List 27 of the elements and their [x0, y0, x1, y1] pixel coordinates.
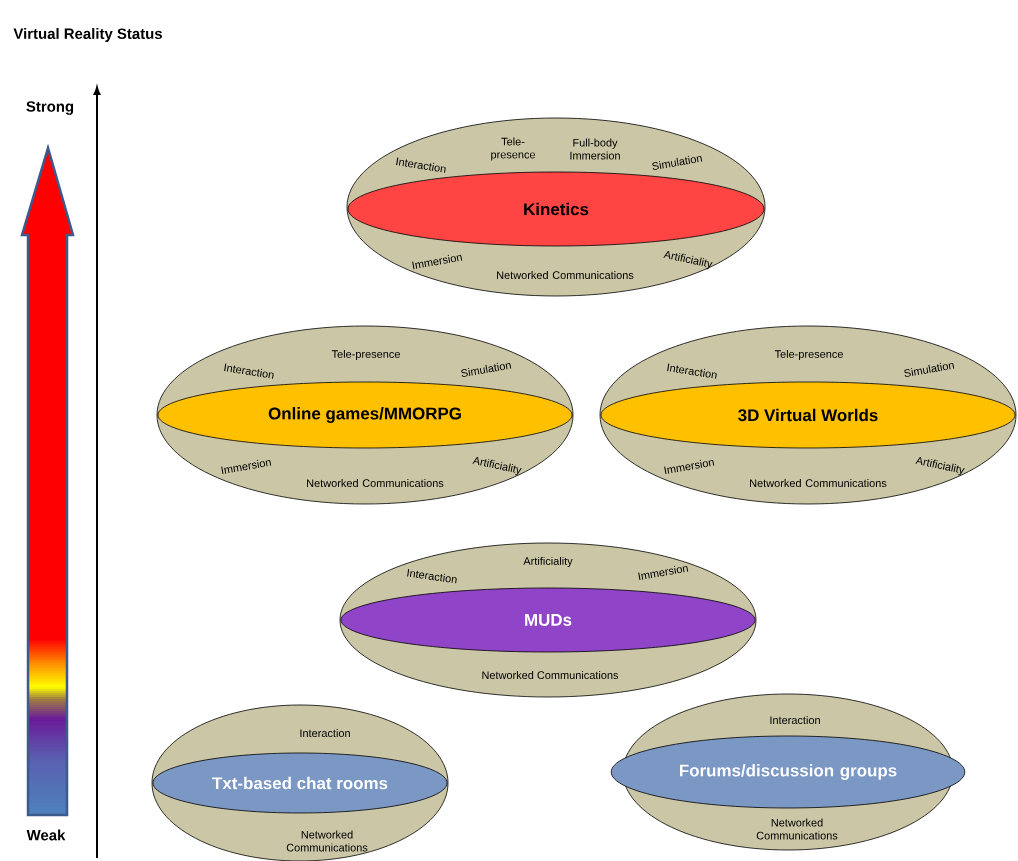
- attribute-label: Networked Communications: [307, 479, 444, 487]
- attribute-label: Interaction: [396, 157, 446, 173]
- attribute-label: Immersion: [412, 254, 463, 270]
- axis-label: Weak: [26, 829, 66, 841]
- attribute-label: Networked Communications: [482, 671, 619, 679]
- attribute-label: Interaction: [407, 569, 457, 584]
- attribute-label: Tele-presence: [774, 349, 843, 361]
- attribute-label: Networked Communications: [286, 830, 368, 852]
- attribute-label: Simulation: [461, 362, 512, 377]
- attribute-label: Networked Communications: [750, 479, 887, 487]
- attribute-label: Networked Communications: [497, 271, 634, 279]
- axis-title: Virtual Reality Status: [13, 28, 162, 42]
- attribute-label: Interaction: [667, 363, 717, 379]
- attribute-label: Immersion: [664, 459, 715, 475]
- axis-label: Strong: [26, 101, 74, 115]
- attribute-label: Tele- presence: [491, 137, 536, 161]
- attribute-label: Interaction: [300, 729, 350, 737]
- attribute-label: Full-body Immersion: [570, 138, 620, 160]
- attribute-label: Networked Communications: [756, 818, 838, 840]
- attribute-label: Simulation: [652, 155, 703, 170]
- attribute-label: Artificiality: [523, 556, 573, 568]
- attribute-label: Tele-presence: [331, 349, 400, 361]
- attribute-label: Interaction: [224, 363, 274, 379]
- attribute-label: Immersion: [638, 565, 689, 581]
- attribute-label: Immersion: [221, 459, 272, 475]
- attribute-label: Simulation: [904, 362, 955, 377]
- attribute-label: Interaction: [770, 716, 820, 724]
